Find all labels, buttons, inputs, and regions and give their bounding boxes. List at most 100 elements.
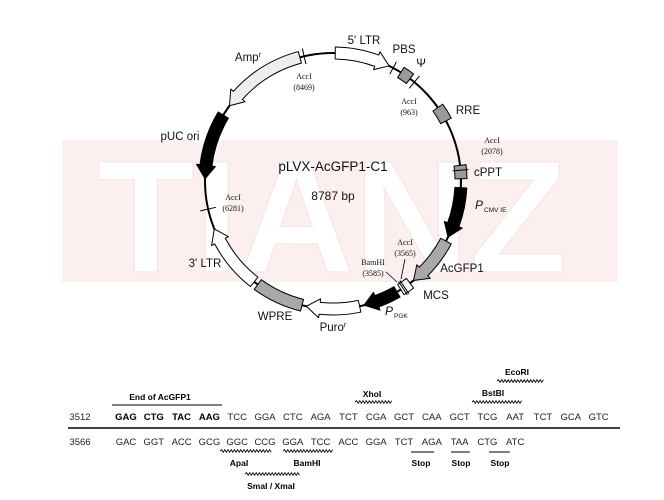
plasmid-size: 8787 bp: [311, 189, 355, 203]
codon: TAA: [451, 437, 469, 448]
bamhi-label: BamHI: [294, 458, 321, 468]
p-pgk-label: PPGK: [385, 304, 408, 320]
wpre-box: [253, 279, 304, 312]
stop-label: Stop: [412, 458, 431, 468]
codon: AAT: [506, 412, 524, 423]
codon: GGA: [282, 437, 304, 448]
smai-xmai-wavy-line: [244, 471, 300, 477]
ltr3-arrow: [211, 228, 259, 288]
codon: GAG: [115, 412, 137, 423]
codon: TCT: [395, 437, 414, 448]
puc-ori-label: pUC ori: [161, 131, 200, 143]
site-label-acci-963: AccI (963): [400, 97, 418, 117]
rre-label: RRE: [456, 105, 481, 117]
site-position: (3565): [394, 249, 416, 258]
codon: ACC: [338, 437, 358, 448]
bstbi-wavy-line: [471, 399, 522, 405]
acgfp1-label: AcGFP1: [440, 263, 483, 275]
site-tick-acci-2078: [452, 168, 469, 172]
codon: ACC: [172, 437, 192, 448]
psi-box: [397, 66, 415, 85]
site-enzyme: AccI: [401, 97, 417, 106]
mcs-label: MCS: [423, 290, 449, 302]
codon: GCG: [199, 437, 221, 448]
codon: GCT: [450, 412, 470, 423]
psi-label: Ψ: [416, 58, 426, 70]
codon: CCG: [254, 437, 275, 448]
site-label-acci-2078: AccI(2078): [481, 136, 503, 156]
stop-label: Stop: [491, 458, 510, 468]
codon: TCT: [534, 412, 553, 423]
wavy-underlines: [219, 378, 544, 477]
sequence-position-number: 3512: [69, 412, 90, 423]
apai-label: ApaI: [230, 458, 248, 468]
bamhi-wavy-line: [282, 448, 333, 454]
codon: TCC: [311, 437, 331, 448]
amp-sup: r: [259, 50, 262, 59]
cppt-box: [453, 164, 468, 180]
plasmid-map: pLVX-AcGFP1-C1 8787 bp 5' LTR PBS Ψ RRE …: [161, 35, 508, 334]
codon: TCT: [339, 412, 358, 423]
codon: GGA: [254, 412, 276, 423]
end-of-acgfp1-label: End of AcGFP1: [129, 392, 191, 402]
ltr3-label: 3' LTR: [189, 258, 222, 270]
p-cmv-ie-arrow: [443, 186, 468, 238]
site-enzyme: AccI: [225, 193, 241, 202]
site-position: (963): [400, 108, 418, 117]
site-label-acci-6281: AccI(6281): [222, 193, 244, 213]
site-tick-acci-3565: [399, 280, 410, 295]
feature-layer: [196, 46, 468, 319]
codon: GCT: [394, 412, 414, 423]
site-position: (8469): [293, 83, 315, 92]
codon: GGA: [366, 437, 388, 448]
puro-main: Puro: [320, 322, 344, 334]
pbs-tick: [389, 61, 397, 75]
codon: GGT: [144, 437, 165, 448]
codon: CTG: [144, 412, 164, 423]
site-enzyme: AccI: [296, 72, 312, 81]
site-tick-acci-6281: [200, 206, 217, 212]
amp-label: Ampr: [235, 50, 262, 64]
site-position: (3585): [362, 269, 384, 278]
acci-3565-leader: [400, 258, 406, 280]
p-pgk-arrow: [363, 286, 401, 311]
bstbi-label: BstBI: [482, 388, 504, 398]
ecori-wavy-line: [496, 378, 544, 384]
stop-label: Stop: [452, 458, 471, 468]
codon: AGA: [422, 437, 443, 448]
puro-label: Puror: [320, 320, 347, 334]
p-cmv-ie-label: PCMV IE: [475, 198, 507, 214]
codon: TCC: [227, 412, 247, 423]
site-tick-layer: [200, 48, 469, 296]
puro-sup: r: [344, 320, 347, 329]
codon: CGA: [366, 412, 387, 423]
codon: GGC: [226, 437, 248, 448]
watermark-band: [62, 140, 618, 282]
amp-arrow: [228, 51, 302, 107]
plasmid-name: pLVX-AcGFP1-C1: [278, 159, 387, 174]
xhoi-label: XhoI: [363, 389, 381, 399]
mcs-sequence: End of AcGFP1 XhoI BstBI EcoRI 3512 GAG CT…: [68, 367, 620, 491]
puro-arrow: [305, 298, 362, 319]
apai-wavy-line: [219, 448, 272, 454]
codon: GCA: [561, 412, 582, 423]
ecori-label: EcoRI: [505, 367, 529, 377]
p-pgk-main: P: [385, 304, 393, 318]
acgfp1-arrow: [413, 237, 452, 281]
ltr5-arrow: [334, 46, 390, 71]
codon: GAC: [116, 437, 137, 448]
codon: CAA: [422, 412, 442, 423]
ltr5-label: 5' LTR: [348, 35, 381, 47]
site-enzyme: AccI: [484, 136, 500, 145]
smai-xmai-label: SmaI / XmaI: [247, 481, 295, 491]
sequence-position-number: 3566: [69, 437, 90, 448]
codon: TAC: [172, 412, 191, 423]
puc-ori-arrow: [196, 111, 229, 180]
site-tick-bamhi-3585: [398, 281, 408, 296]
site-label-acci-8469: AccI (8469): [293, 72, 315, 92]
site-label-bamhi-3585: BamHI(3585): [361, 258, 385, 278]
bamhi-3585-leader: [385, 271, 398, 283]
watermark-text: TIANZ: [97, 127, 567, 306]
cppt-label: cPPT: [474, 167, 502, 179]
site-enzyme: AccI: [397, 238, 413, 247]
